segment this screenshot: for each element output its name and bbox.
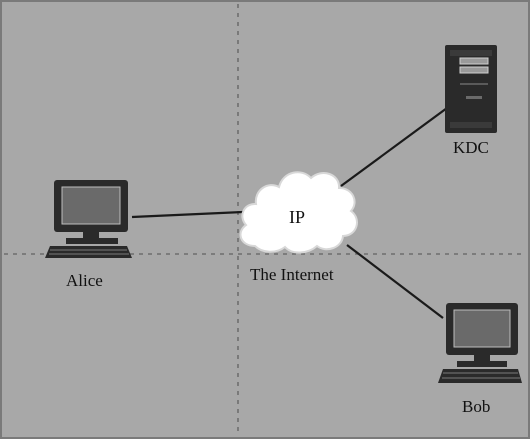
internet-cloud-icon bbox=[239, 171, 358, 254]
kdc-server-icon bbox=[445, 45, 497, 133]
ip-label: IP bbox=[289, 207, 306, 227]
alice-label: Alice bbox=[66, 271, 103, 290]
link-internet-bob bbox=[346, 244, 444, 319]
link-alice-internet bbox=[131, 210, 244, 219]
bob-computer-icon bbox=[438, 303, 522, 383]
kdc-label: KDC bbox=[453, 138, 489, 157]
alice-computer-icon bbox=[45, 180, 132, 258]
bob-label: Bob bbox=[462, 397, 491, 416]
link-internet-kdc bbox=[340, 107, 448, 187]
internet-label: The Internet bbox=[250, 265, 334, 284]
